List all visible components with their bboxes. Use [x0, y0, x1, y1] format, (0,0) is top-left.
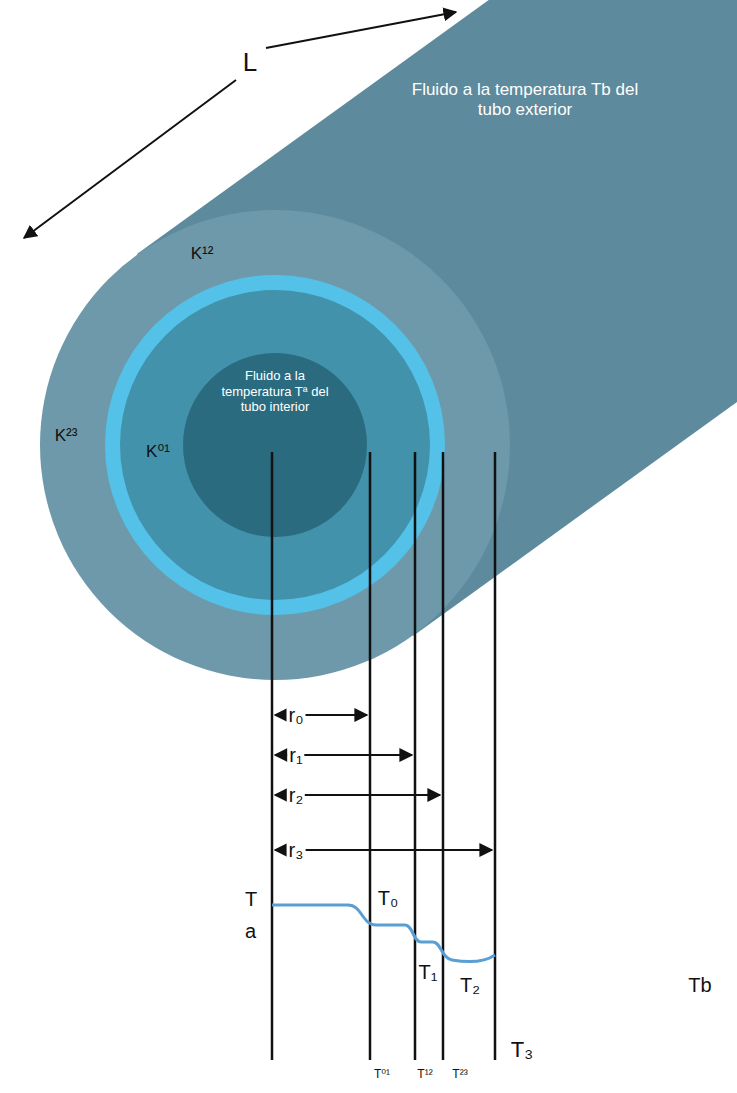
radius-label: r₀: [287, 704, 306, 726]
conductivity-label: K⁰¹: [146, 443, 170, 462]
inner-tube: Fluido a la temperatura Tª del tubo inte…: [183, 353, 367, 537]
temperature-label: T₂: [460, 974, 480, 996]
temperature-profile: [272, 905, 495, 962]
length-label: L: [243, 48, 257, 77]
interface-temperature-label: T⁰¹: [374, 1068, 390, 1081]
temperature-label: T a: [245, 883, 259, 947]
fluid-label: Fluido a la temperatura Tª del tubo inte…: [215, 368, 335, 415]
radius-label: r₁: [287, 744, 304, 766]
radius-arrows: [275, 715, 492, 850]
conductivity-label: K¹²: [191, 245, 214, 264]
temperature-label: T₁: [419, 961, 438, 983]
fluid-label: Fluido a la temperatura Tb del tubo exte…: [410, 80, 640, 121]
interface-temperature-label: T²³: [452, 1068, 467, 1081]
tube-cylinder: [0, 0, 737, 700]
outer-tube: Fluido a la temperatura Tª del tubo inte…: [0, 0, 737, 700]
length-arrow: [24, 12, 456, 238]
radius-label: r₃: [287, 839, 306, 861]
temperature-label: T₀: [378, 887, 399, 909]
interface-temperature-label: T¹²: [417, 1068, 432, 1081]
radius-label: r₂: [287, 784, 305, 806]
temperature-label: T₃: [511, 1038, 533, 1062]
conductivity-label: K²³: [55, 427, 78, 446]
temperature-label: Tb: [688, 974, 711, 996]
radius-guide-lines: [272, 452, 495, 1060]
